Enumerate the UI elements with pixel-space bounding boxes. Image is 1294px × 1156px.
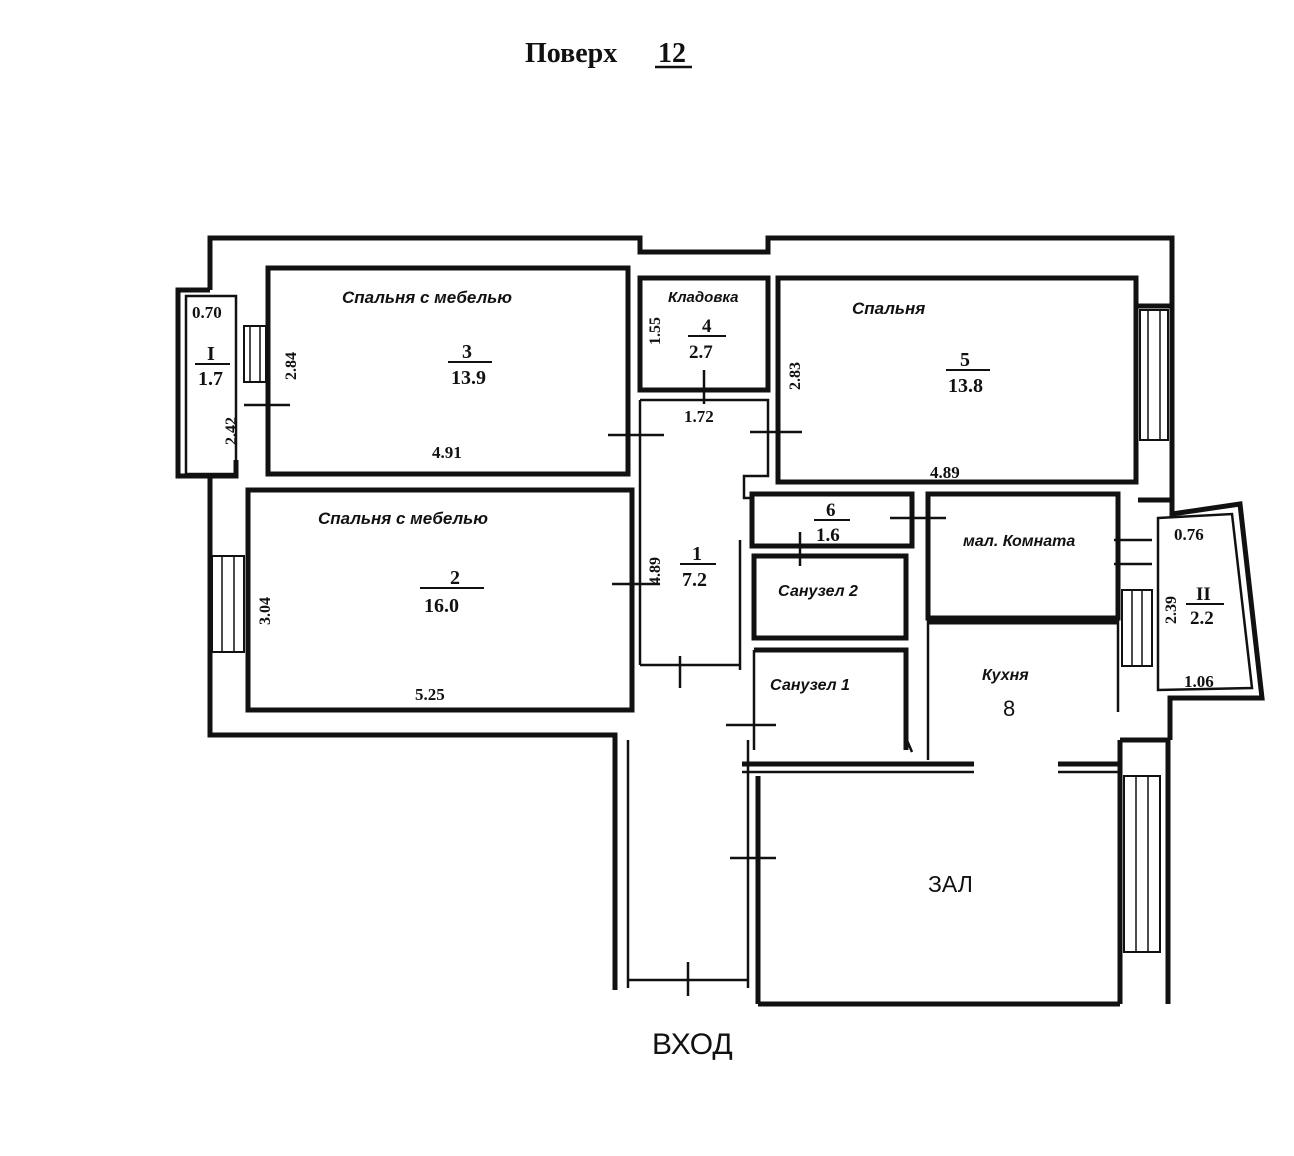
bedroom-5-dim-bottom: 4.89 — [930, 463, 960, 482]
bedroom-2-dim-bottom: 5.25 — [415, 685, 445, 704]
bedroom-5-name: Спальня — [852, 299, 925, 318]
living-top-wall — [742, 761, 1122, 1004]
storage-4-area: 2.7 — [689, 342, 713, 363]
bedroom-2-area: 16.0 — [424, 595, 459, 617]
room-storage-4: Кладовка 4 2.7 1.55 1.72 — [637, 275, 771, 426]
balcony-2-dim-bottom: 1.06 — [1184, 672, 1214, 691]
floor-label: Поверх — [525, 38, 617, 69]
balcony-1-dim-side: 2.42 — [223, 417, 240, 445]
hall-1-area: 7.2 — [682, 569, 707, 591]
room-6-number: 6 — [826, 500, 836, 521]
small-room-name: мал. Комната — [963, 533, 1075, 550]
room-small: мал. Комната — [925, 491, 1152, 621]
room-hall-1: 4.89 1 7.2 — [638, 398, 770, 688]
storage-4-dim-side: 1.55 — [647, 317, 664, 345]
balcony-2-dim-top: 0.76 — [1174, 525, 1204, 544]
bathroom-2-name: Санузел 2 — [778, 583, 858, 600]
balcony-1-number: I — [207, 343, 215, 365]
storage-4-name: Кладовка — [668, 289, 739, 306]
room-6: 6 1.6 — [749, 491, 946, 566]
bedroom-2-name: Спальня с мебелью — [318, 509, 488, 528]
room-bathroom-2: Санузел 2 — [751, 553, 909, 641]
bedroom-3-number: 3 — [462, 341, 472, 363]
room-kitchen: Кухня 8 — [926, 589, 1153, 760]
bedroom-5-area: 13.8 — [948, 375, 983, 397]
room-bedroom-3: Спальня с мебелью 3 13.9 2.84 4.91 — [265, 265, 664, 477]
bedroom-2-number: 2 — [450, 567, 460, 589]
entrance-label: ВХОД — [652, 1028, 733, 1061]
living-name: ЗАЛ — [928, 871, 973, 897]
balcony-1: 0.70 I 1.7 2.42 — [184, 294, 240, 476]
room-bedroom-5: Спальня 5 13.8 2.83 4.89 — [750, 275, 1169, 485]
room-6-area: 1.6 — [816, 525, 840, 546]
outer-walls — [175, 235, 1265, 1007]
room-bathroom-1: Санузел 1 — [752, 647, 914, 753]
bedroom-3-dim-bottom: 4.91 — [432, 443, 462, 462]
balcony-1-area: 1.7 — [198, 368, 223, 390]
bedroom-5-number: 5 — [960, 349, 970, 371]
bedroom-3-name: Спальня с мебелью — [342, 288, 512, 307]
balcony-2-dim-side: 2.39 — [1163, 596, 1180, 624]
kitchen-number: 8 — [1003, 696, 1015, 721]
balcony-2-area: 2.2 — [1190, 608, 1214, 629]
room-bedroom-2: Спальня с мебелью 2 16.0 3.04 5.25 — [211, 487, 660, 713]
balcony-2: 0.76 2.39 II 2.2 1.06 — [1156, 512, 1254, 692]
balcony-2-number: II — [1196, 584, 1211, 605]
bedroom-3-dim-side: 2.84 — [283, 352, 300, 380]
hall-1-number: 1 — [692, 543, 702, 565]
bedroom-5-dim-side: 2.83 — [787, 362, 804, 390]
storage-4-number: 4 — [702, 316, 712, 337]
hall-1-dim-side: 4.89 — [647, 557, 664, 585]
bedroom-2-dim-side: 3.04 — [257, 597, 274, 625]
balcony-1-dim-top: 0.70 — [192, 303, 222, 322]
entrance-corridor — [626, 723, 776, 996]
room-living: ЗАЛ — [928, 775, 1161, 953]
storage-4-dim-bottom: 1.72 — [684, 407, 714, 426]
kitchen-name: Кухня — [982, 667, 1029, 684]
bathroom-1-name: Санузел 1 — [770, 677, 850, 694]
bedroom-3-area: 13.9 — [451, 367, 486, 389]
floor-number: 12 — [658, 38, 686, 69]
